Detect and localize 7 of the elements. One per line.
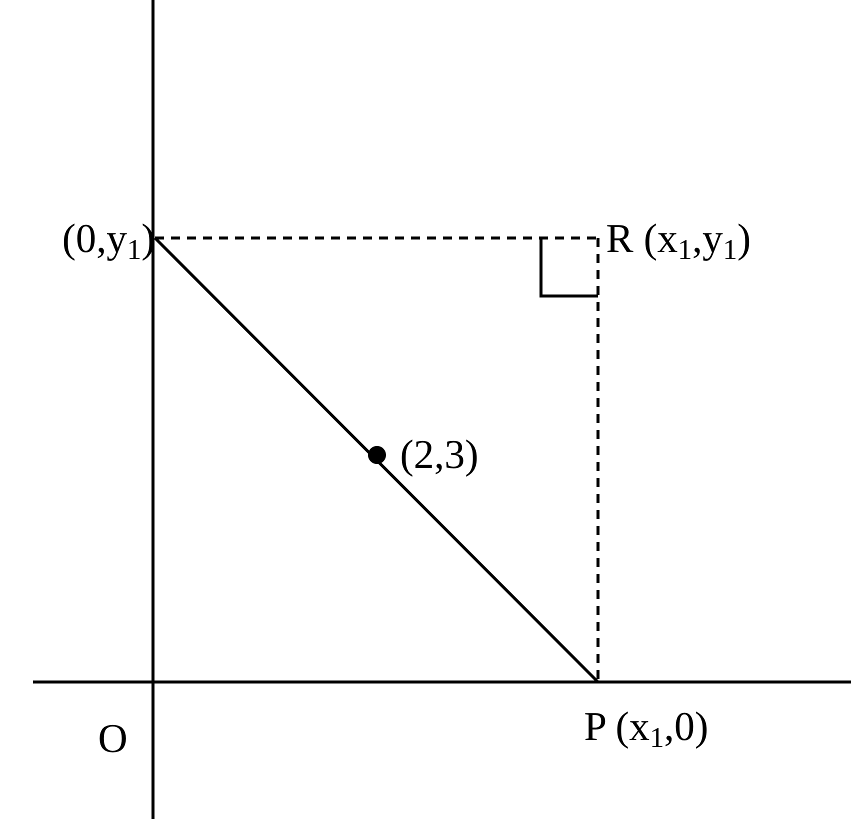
point-label: R (x$_{1}$,y$_{1}$) — [598, 218, 818, 260]
point-label: (2,3) — [400, 434, 479, 475]
point-label: P (x$_{1}$,0) — [584, 682, 774, 762]
dashed-line — [155, 236, 598, 240]
origin-label: O — [98, 718, 128, 759]
line-segment — [154, 236, 600, 684]
dashed-line — [596, 238, 600, 682]
